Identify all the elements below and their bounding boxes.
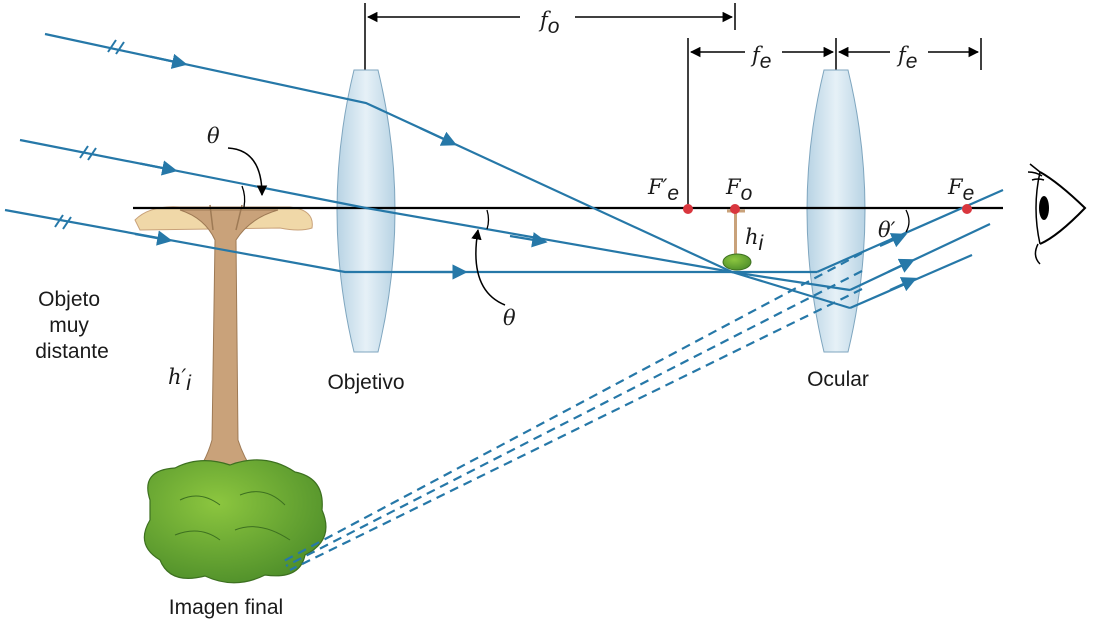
f-o-label: fo: [538, 8, 560, 38]
dimension-f-e-left: fe: [687, 38, 835, 208]
object-label: Objeto muy distante: [35, 288, 109, 363]
F-o-label: Fo: [725, 175, 753, 205]
final-image-label: Imagen final: [169, 596, 283, 619]
h-i-label: hi: [745, 225, 765, 255]
focal-point-F-o: [730, 204, 740, 214]
incoming-rays: [4, 32, 851, 310]
f-e-right-label: fe: [896, 43, 917, 73]
final-image-tree: [134, 204, 327, 584]
exiting-rays: [816, 188, 1004, 310]
ocular-label: Ocular: [807, 368, 869, 391]
virtual-rays: [281, 252, 863, 571]
angle-markers: [227, 147, 910, 306]
eye-icon: [1027, 163, 1087, 265]
h-prime-i-label: h′i: [168, 365, 192, 395]
focal-point-F-prime-e: [683, 204, 693, 214]
dimension-f-e-right: fe: [835, 38, 982, 73]
ocular-lens: [806, 69, 866, 353]
F-prime-e-label: F′e: [647, 175, 679, 205]
objective-lens: [336, 69, 396, 353]
focal-point-F-e: [962, 204, 972, 214]
theta-label-top: θ: [207, 124, 220, 148]
F-e-label: Fe: [947, 175, 974, 205]
objective-label: Objetivo: [327, 371, 404, 394]
theta-prime-label: θ′: [878, 218, 896, 242]
dimension-f-o: fo: [364, 3, 736, 70]
f-e-left-label: fe: [750, 43, 771, 73]
theta-label-bottom: θ: [503, 306, 516, 330]
